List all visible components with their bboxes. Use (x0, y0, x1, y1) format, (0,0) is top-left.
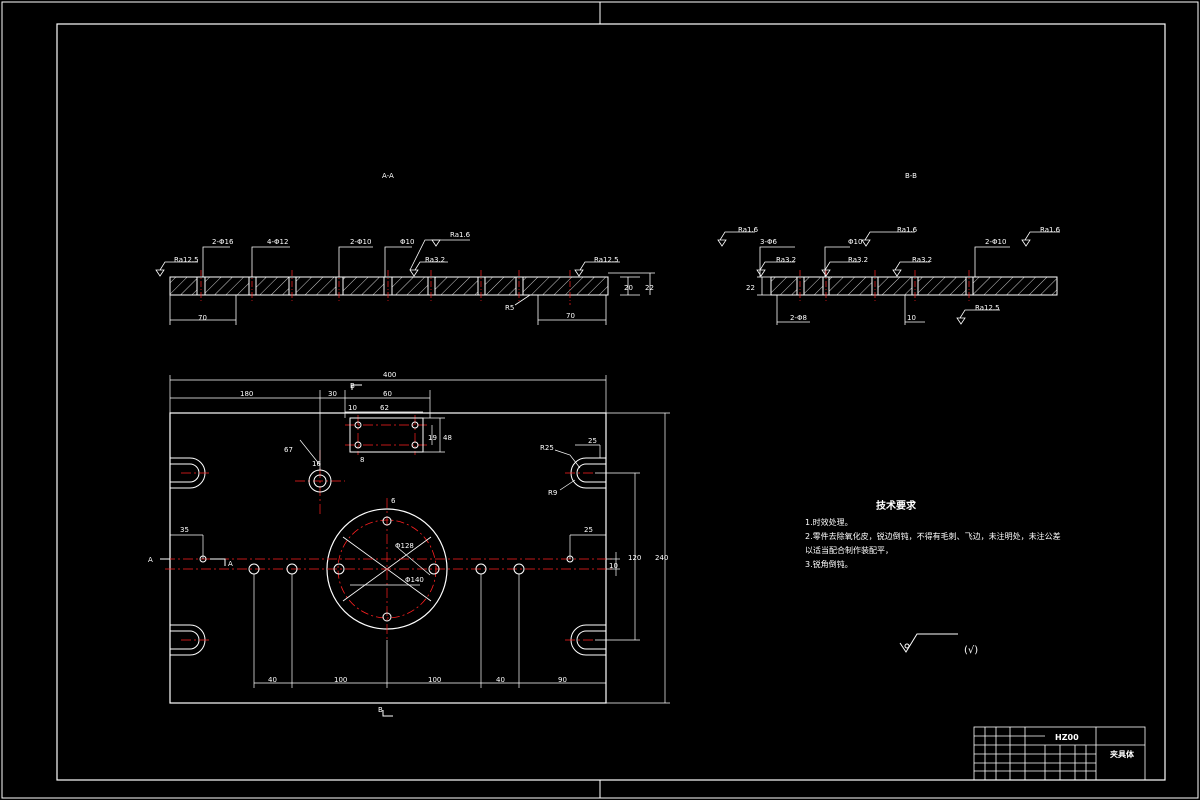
dim-left-offset: 180 (240, 390, 253, 398)
aa-callout-7: Ra12.5 (594, 256, 619, 264)
aa-dim-1: 70 (566, 312, 575, 320)
title-block-code: HZ00 (1055, 733, 1079, 742)
bb-callout-0: Ra1.6 (738, 226, 759, 234)
section-aa-label: A-A (382, 172, 394, 180)
plate-outline (169, 412, 607, 704)
dim-8: 8 (360, 456, 364, 464)
bb-dim-2: 10 (907, 314, 916, 322)
dim-240: 240 (655, 554, 668, 562)
aa-callout-1: 4-Φ12 (267, 238, 288, 246)
section-mark-b-bottom: B (378, 706, 383, 714)
tech-req-item: 以适当配合制作装配平， (805, 546, 893, 555)
dim-b100-right: 100 (428, 676, 441, 684)
dim-10-right: 10 (609, 562, 618, 570)
general-roughness-note: (√) (964, 645, 978, 656)
dim-16: 16 (312, 460, 321, 468)
dim-62: 62 (380, 404, 389, 412)
bb-callout-5: Ra1.6 (1040, 226, 1061, 234)
dim-b90: 90 (558, 676, 567, 684)
section-bb: B-B (717, 172, 1061, 325)
bb-callout-8: Ra3.2 (912, 256, 932, 264)
aa-callout-0: 2-Φ16 (212, 238, 234, 246)
dim-phi128: Φ128 (395, 542, 414, 550)
section-mark-a-right: A (228, 560, 233, 568)
dim-b40-left: 40 (268, 676, 277, 684)
inner-frame (56, 23, 1166, 781)
aa-callout-6: Ra3.2 (425, 256, 445, 264)
bb-callout-6: Ra3.2 (776, 256, 796, 264)
general-roughness-symbol (899, 633, 958, 653)
aa-callout-2: 2-Φ10 (350, 238, 371, 246)
dim-48: 48 (443, 434, 452, 442)
bb-callout-1: 3-Φ6 (760, 238, 777, 246)
aa-dim-2: R5 (505, 304, 514, 312)
section-mark-a-left: A (148, 556, 153, 564)
dim-19: 19 (428, 434, 437, 442)
dim-phi140: Φ140 (405, 576, 424, 584)
bb-callout-7: Ra3.2 (848, 256, 868, 264)
dim-6: 6 (391, 497, 396, 505)
title-block (973, 726, 1146, 781)
section-aa: A-A (155, 172, 655, 325)
aa-callout-5: Ra12.5 (174, 256, 199, 264)
dim-25-top: 25 (588, 437, 597, 445)
dim-b40-right: 40 (496, 676, 505, 684)
dim-overall-width: 400 (383, 371, 396, 379)
tech-req-item: 1.时效处理。 (805, 518, 853, 527)
dim-b100-left: 100 (334, 676, 347, 684)
aa-dim-3: 20 (624, 284, 633, 292)
dim-30: 30 (328, 390, 337, 398)
tech-req-item: 2.零件去除氧化皮，锐边倒钝，不得有毛刺、飞边，未注明处，未注公差 (805, 532, 1061, 541)
section-mark-b-top: B (350, 382, 355, 390)
dim-120: 120 (628, 554, 641, 562)
section-bb-label: B-B (905, 172, 917, 180)
plan-view: A A B B 400 180 30 60 10 62 19 48 8 67 1… (148, 371, 670, 717)
aa-dim-0: 70 (198, 314, 207, 322)
aa-callout-3: Φ10 (400, 238, 414, 246)
title-block-name: 夹具体 (1110, 749, 1135, 759)
bb-dim-0: 22 (746, 284, 755, 292)
bb-dim-1: 2-Φ8 (790, 314, 807, 322)
dim-25-right: 25 (584, 526, 593, 534)
dim-60: 60 (383, 390, 392, 398)
dim-10: 10 (348, 404, 357, 412)
dim-35: 35 (180, 526, 189, 534)
dim-r25: R25 (540, 444, 554, 452)
aa-callout-4: Ra1.6 (450, 231, 471, 239)
aa-dim-4: 22 (645, 284, 654, 292)
bb-callout-3: Ra1.6 (897, 226, 918, 234)
dim-r9: R9 (548, 489, 557, 497)
dim-67: 67 (284, 446, 293, 454)
bb-callout-2: Φ10 (848, 238, 862, 246)
tech-req-title: 技术要求 (876, 501, 916, 512)
bb-callout-4: 2-Φ10 (985, 238, 1006, 246)
tech-req-item: 3.锐角倒钝。 (805, 560, 853, 569)
bb-callout-9: Ra12.5 (975, 304, 1000, 312)
